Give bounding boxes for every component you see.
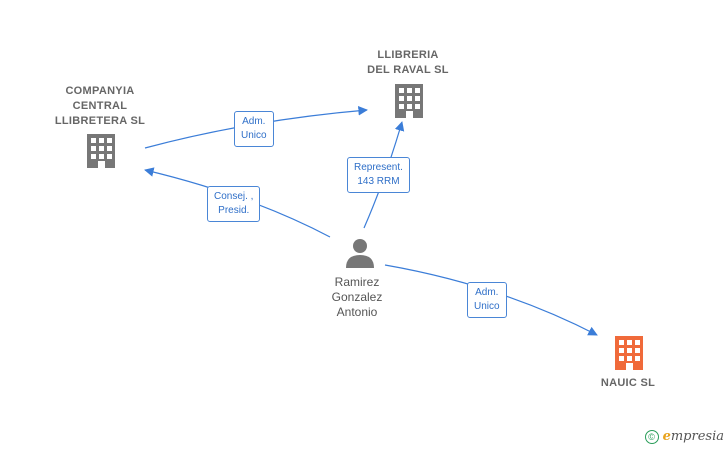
node-label-llibreria[interactable]: LLIBRERIA DEL RAVAL SL — [367, 49, 449, 76]
edge-label-adm-unico-bottom: Adm. Unico — [467, 282, 507, 318]
building-icon — [615, 336, 643, 370]
node-label-companyia[interactable]: COMPANYIA CENTRAL LLIBRETERA SL — [54, 85, 146, 127]
person-icon — [346, 239, 374, 268]
copyright-icon: © — [644, 429, 659, 444]
footer-brand: © empresia — [644, 429, 724, 444]
edge-label-represent: Represent. 143 RRM — [347, 157, 410, 193]
node-label-nauic[interactable]: NAUIC SL — [600, 377, 656, 389]
building-icon — [395, 84, 423, 118]
edge-label-adm-unico-top: Adm. Unico — [234, 111, 274, 147]
building-icon — [87, 134, 115, 168]
edge-label-consej-presid: Consej. , Presid. — [207, 186, 261, 222]
brand-logo: empresia — [662, 429, 724, 444]
node-label-person[interactable]: Ramirez Gonzalez Antonio — [331, 275, 383, 319]
